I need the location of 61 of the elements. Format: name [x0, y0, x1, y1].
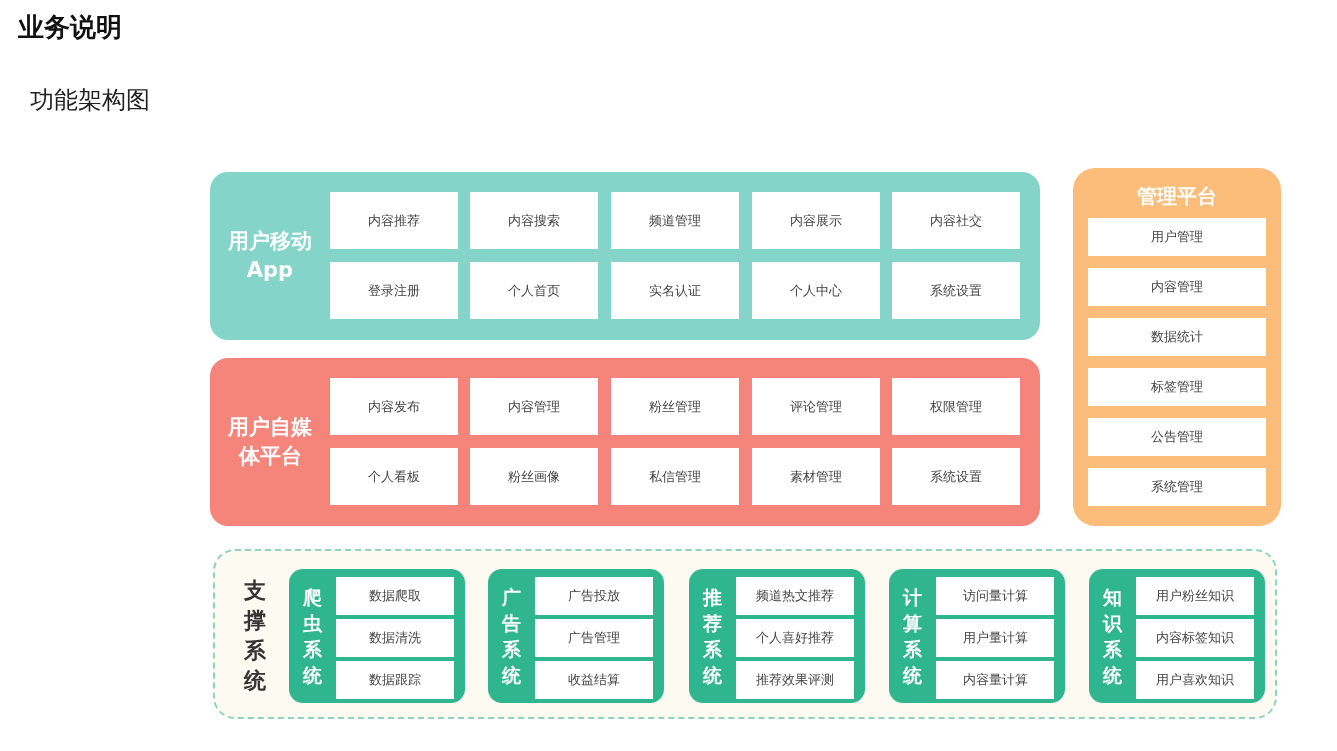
function-item: 广告管理 — [535, 619, 653, 657]
function-item: 内容量计算 — [936, 661, 1054, 699]
function-item: 登录注册 — [330, 262, 458, 319]
module-panel — [210, 358, 1040, 526]
function-item: 内容搜索 — [470, 192, 598, 249]
function-item: 私信管理 — [611, 448, 739, 505]
function-item: 内容标签知识 — [1136, 619, 1254, 657]
panel-title: 计算系统 — [902, 585, 923, 688]
function-item: 个人看板 — [330, 448, 458, 505]
function-item: 频道热文推荐 — [736, 577, 854, 615]
function-item: 访问量计算 — [936, 577, 1054, 615]
function-item: 内容发布 — [330, 378, 458, 435]
subsystem-panel — [488, 569, 664, 703]
panel-title: 爬虫系统 — [302, 585, 323, 688]
function-item: 数据清洗 — [336, 619, 454, 657]
function-item: 收益结算 — [535, 661, 653, 699]
subsystem-panel — [889, 569, 1065, 703]
function-item: 广告投放 — [535, 577, 653, 615]
function-item: 数据爬取 — [336, 577, 454, 615]
function-item: 实名认证 — [611, 262, 739, 319]
module-panel — [210, 172, 1040, 340]
function-item: 内容推荐 — [330, 192, 458, 249]
page-title: 业务说明 — [18, 11, 122, 44]
function-item: 数据跟踪 — [336, 661, 454, 699]
panel-title: 管理平台 — [1136, 183, 1218, 210]
function-item: 权限管理 — [892, 378, 1020, 435]
function-item: 推荐效果评测 — [736, 661, 854, 699]
function-item: 标签管理 — [1088, 368, 1266, 406]
panel-title: 支撑系统 — [243, 577, 267, 695]
subsystem-panel — [289, 569, 465, 703]
function-item: 用户管理 — [1088, 218, 1266, 256]
function-item: 用户粉丝知识 — [1136, 577, 1254, 615]
function-item: 系统设置 — [892, 448, 1020, 505]
section-heading: 功能架构图 — [30, 85, 150, 116]
subsystem-panel — [689, 569, 865, 703]
function-item: 用户量计算 — [936, 619, 1054, 657]
subsystem-panel — [1089, 569, 1265, 703]
function-item: 个人首页 — [470, 262, 598, 319]
function-item: 内容管理 — [470, 378, 598, 435]
panel-title: 广告系统 — [501, 585, 522, 688]
function-item: 系统管理 — [1088, 468, 1266, 506]
function-item: 粉丝画像 — [470, 448, 598, 505]
function-item: 公告管理 — [1088, 418, 1266, 456]
function-item: 数据统计 — [1088, 318, 1266, 356]
function-item: 系统设置 — [892, 262, 1020, 319]
function-item: 频道管理 — [611, 192, 739, 249]
function-item: 个人中心 — [752, 262, 880, 319]
function-item: 内容管理 — [1088, 268, 1266, 306]
panel-title: 用户移动App — [227, 227, 313, 284]
function-item: 评论管理 — [752, 378, 880, 435]
function-item: 粉丝管理 — [611, 378, 739, 435]
panel-title: 推荐系统 — [702, 585, 723, 688]
panel-title: 知识系统 — [1102, 585, 1123, 688]
function-item: 内容社交 — [892, 192, 1020, 249]
panel-title: 用户自媒体平台 — [227, 413, 313, 470]
function-item: 用户喜欢知识 — [1136, 661, 1254, 699]
function-item: 素材管理 — [752, 448, 880, 505]
function-item: 个人喜好推荐 — [736, 619, 854, 657]
support-area — [213, 549, 1277, 719]
function-item: 内容展示 — [752, 192, 880, 249]
module-panel — [1073, 168, 1281, 526]
